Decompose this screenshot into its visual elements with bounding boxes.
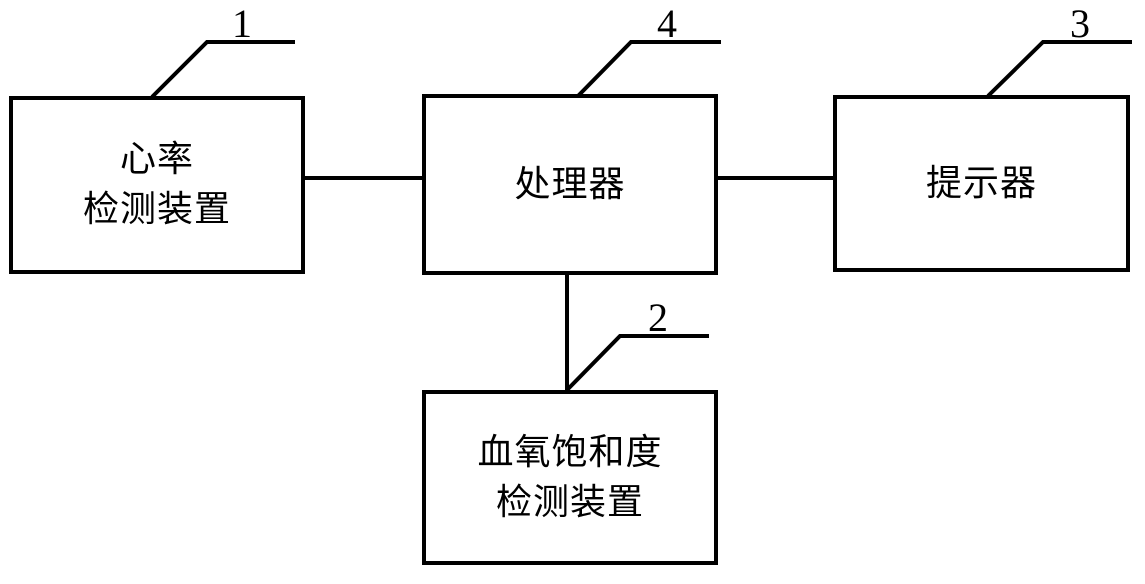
block-spo2-detector-line1: 血氧饱和度 <box>477 431 663 473</box>
leader-line-3 <box>986 40 1132 98</box>
block-heart-rate-detector-line1: 心率 <box>119 139 194 180</box>
block-processor[interactable]: 处理器 <box>422 94 718 275</box>
leader-line-1 <box>150 40 295 99</box>
reference-numeral-2: 2 <box>648 295 668 340</box>
block-processor-line1: 处理器 <box>514 163 626 205</box>
reference-numeral-3: 3 <box>1070 1 1090 46</box>
block-spo2-detector-line2: 检测装置 <box>495 481 644 523</box>
leader-line-4 <box>576 40 721 98</box>
block-heart-rate-detector-line2: 检测装置 <box>82 189 231 230</box>
block-indicator-line1: 提示器 <box>925 162 1037 204</box>
leader-line-2 <box>565 334 709 392</box>
reference-numeral-1: 1 <box>232 1 252 46</box>
block-indicator[interactable]: 提示器 <box>833 95 1130 272</box>
block-heart-rate-detector[interactable]: 心率 检测装置 <box>9 96 305 274</box>
reference-numeral-4: 4 <box>657 1 677 46</box>
block-spo2-detector[interactable]: 血氧饱和度 检测装置 <box>422 390 718 565</box>
